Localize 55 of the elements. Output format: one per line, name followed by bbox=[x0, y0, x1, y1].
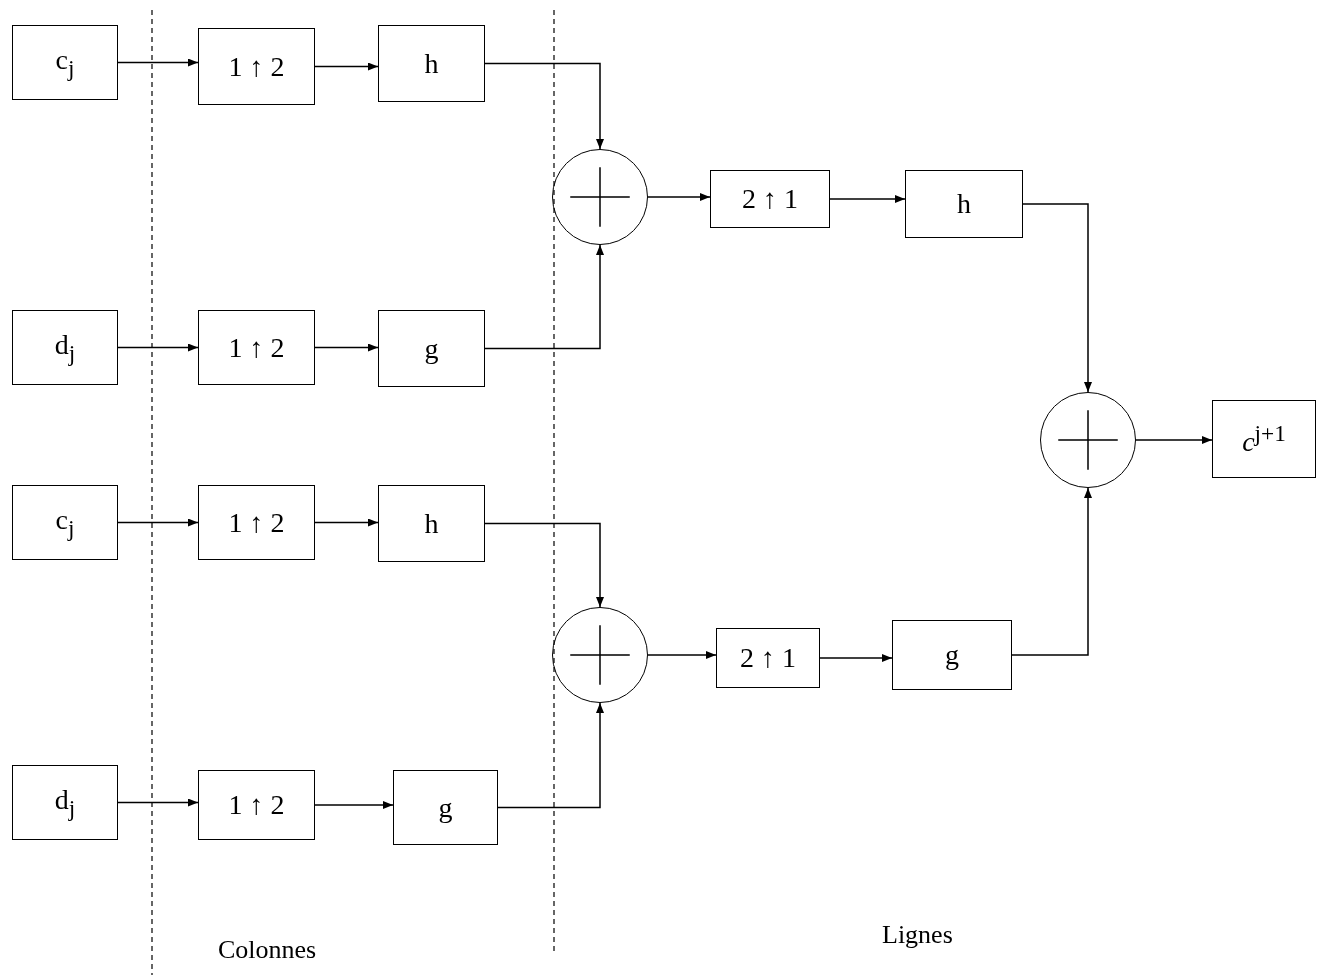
arrow bbox=[314, 343, 379, 352]
process-box bbox=[198, 28, 315, 105]
block-label: c$_{j}$ bbox=[55, 43, 75, 82]
arrow bbox=[314, 518, 379, 527]
block-label: g bbox=[945, 639, 959, 671]
block-label: h bbox=[957, 188, 971, 220]
section-label: Lignes bbox=[882, 920, 953, 950]
block-label: 2 ↑ 1 bbox=[742, 183, 798, 215]
process-box bbox=[1212, 400, 1316, 478]
process-box bbox=[12, 485, 118, 560]
arrow bbox=[829, 195, 906, 203]
arrow bbox=[497, 702, 604, 809]
block-label: g bbox=[438, 791, 453, 824]
process-box bbox=[12, 310, 118, 385]
process-box bbox=[378, 25, 485, 102]
arrow bbox=[647, 193, 711, 201]
arrow bbox=[117, 798, 199, 807]
block-label: c$^{j+1}$ bbox=[1242, 419, 1286, 459]
arrow bbox=[1011, 487, 1092, 656]
arrow bbox=[1022, 203, 1092, 393]
process-box bbox=[892, 620, 1012, 690]
block-label: 1 ↑ 2 bbox=[228, 506, 285, 539]
block-label: 2 ↑ 1 bbox=[740, 642, 796, 674]
block-label: 1 ↑ 2 bbox=[228, 789, 285, 821]
arrow bbox=[484, 522, 604, 608]
section-label: Colonnes bbox=[218, 935, 317, 965]
arrow bbox=[647, 651, 717, 659]
arrow bbox=[1135, 436, 1213, 444]
process-box bbox=[378, 485, 485, 562]
process-box bbox=[12, 765, 118, 840]
process-box bbox=[905, 170, 1023, 238]
block-label: 1 ↑ 2 bbox=[228, 331, 285, 364]
process-box bbox=[393, 770, 498, 845]
arrow bbox=[117, 58, 199, 67]
arrow bbox=[484, 244, 604, 350]
block-label: c$_{j}$ bbox=[55, 503, 75, 542]
process-box bbox=[12, 25, 118, 100]
block-label: h bbox=[424, 47, 439, 80]
process-box bbox=[198, 770, 315, 840]
block-label: h bbox=[424, 507, 439, 540]
process-box bbox=[198, 485, 315, 560]
process-box bbox=[198, 310, 315, 385]
process-box bbox=[378, 310, 485, 387]
arrow bbox=[819, 654, 893, 662]
arrow bbox=[484, 62, 604, 150]
arrow bbox=[314, 62, 379, 71]
block-label: d$_{j}$ bbox=[54, 328, 76, 367]
arrow bbox=[117, 343, 199, 352]
process-box bbox=[716, 628, 820, 688]
block-label: g bbox=[424, 332, 439, 365]
block-label: 1 ↑ 2 bbox=[228, 50, 285, 83]
arrow bbox=[314, 801, 394, 809]
process-box bbox=[710, 170, 830, 228]
arrow bbox=[117, 518, 199, 527]
block-label: d$_{j}$ bbox=[54, 783, 76, 822]
